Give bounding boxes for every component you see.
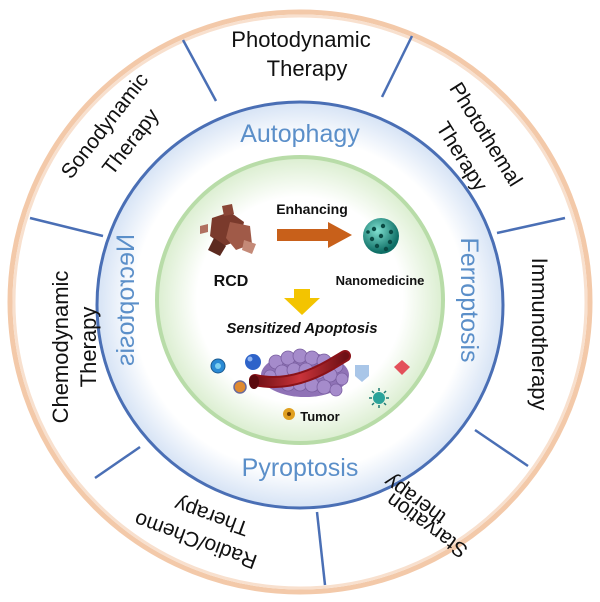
nanoparticle-icons: [210, 354, 410, 420]
nanomedicine-sphere-icon: [363, 218, 399, 254]
divider-3: [496, 216, 566, 235]
nanoparticle-virus-icon: [369, 388, 389, 408]
rcd-label: RCD: [214, 273, 249, 290]
enhancing-label: Enhancing: [276, 201, 348, 217]
chemodynamic-label: Chemodynamic Therapy: [48, 271, 101, 424]
divider-7: [29, 216, 104, 238]
nanoparticle-shield-icon: [355, 365, 369, 382]
nanoparticle-gem-icon: [394, 360, 410, 375]
divider-1: [181, 39, 218, 102]
blood-vessel-icon: [249, 350, 351, 389]
chemodynamic-line-1: Chemodynamic: [48, 271, 73, 424]
ferroptosis-label: Ferroptosis: [455, 237, 483, 362]
nanoparticle-sphere-icon: [245, 354, 261, 370]
photodynamic-line-1: Photodynamic: [231, 27, 370, 52]
autophagy-label: Autophagy: [240, 120, 360, 148]
divider-4: [474, 428, 529, 468]
photodynamic-line-2: Therapy: [267, 56, 348, 81]
pyroptosis-label: Pyroptosis: [242, 454, 359, 482]
nanomedicine-label: Nanomedicine: [336, 273, 425, 288]
tumor-label: Tumor: [300, 409, 339, 424]
rcd-debris-icon: [200, 204, 256, 256]
photodynamic-label: Photodynamic Therapy: [231, 27, 370, 81]
nanoparticle-core-icon: [233, 380, 247, 394]
sensitized-apoptosis-label: Sensitized Apoptosis: [226, 320, 377, 337]
immunotherapy-label: Immunotherapy: [527, 258, 552, 411]
outer-ring-inner-edge: [12, 14, 588, 590]
down-arrow-icon: [284, 289, 320, 315]
divider-5: [315, 511, 327, 586]
necroptosis-label: Necroptosis: [112, 234, 140, 366]
divider-6: [94, 445, 141, 480]
chemodynamic-line-2: Therapy: [76, 307, 101, 388]
divider-2: [380, 35, 414, 98]
enhancing-arrow-icon: [277, 222, 352, 248]
immunotherapy-line-1: Immunotherapy: [527, 258, 552, 411]
therapy-dividers: [29, 35, 566, 586]
